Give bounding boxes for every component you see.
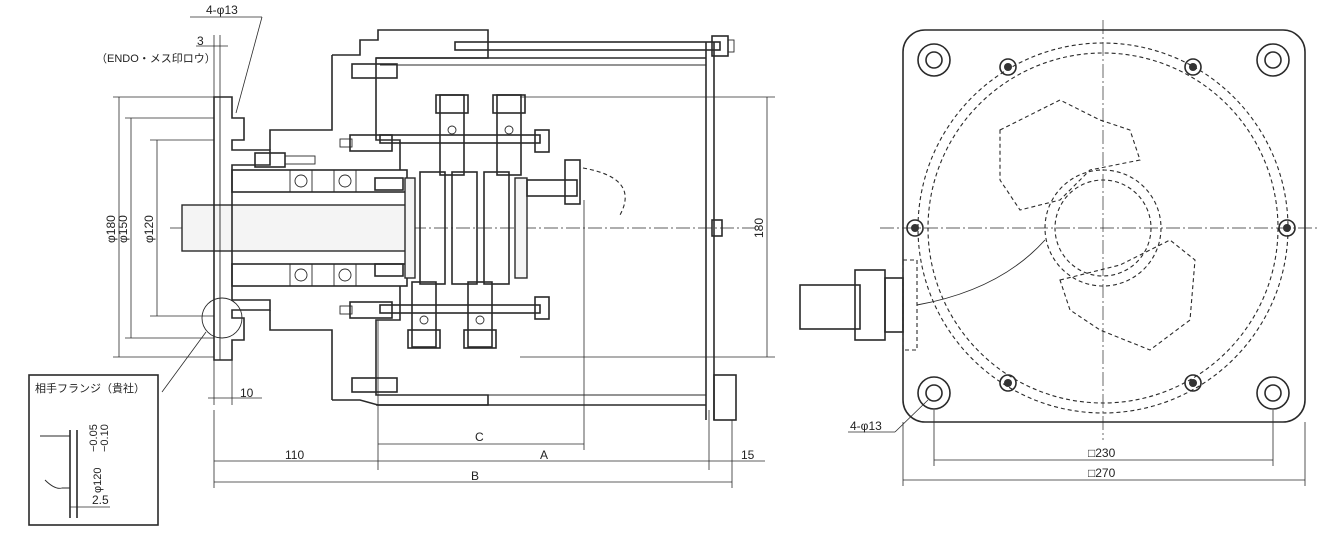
label-sq-270: □270 [1088, 466, 1116, 480]
detail-title: 相手フランジ（貴社） [35, 381, 145, 395]
label-dim-110: 110 [285, 448, 304, 462]
label-dim-3: 3 [197, 34, 204, 48]
label-holes-top: 4-φ13 [206, 3, 238, 17]
label-dia-150: φ150 [116, 215, 130, 243]
label-dim-C: C [475, 430, 484, 444]
label-holes-bottom: 4-φ13 [850, 419, 882, 433]
label-dim-15: 15 [741, 448, 755, 462]
label-endo-note: （ENDO・メス印ロウ） [96, 52, 216, 65]
detail-dim-2-5: 2.5 [92, 493, 109, 507]
detail-box [28, 374, 159, 526]
detail-tol-upper: −0.05 [88, 424, 100, 452]
front-view [799, 20, 1320, 486]
label-dim-A: A [540, 448, 548, 462]
label-dim-B: B [471, 469, 479, 483]
label-dia-120: φ120 [142, 215, 156, 243]
label-height-180: 180 [752, 218, 766, 238]
label-sq-230: □230 [1088, 446, 1116, 460]
side-view [113, 16, 775, 488]
label-dim-10: 10 [240, 386, 254, 400]
detail-tol-lower: −0.10 [99, 424, 111, 452]
label-dia-180: φ180 [104, 215, 118, 243]
detail-dia-120: φ120 [92, 468, 104, 494]
